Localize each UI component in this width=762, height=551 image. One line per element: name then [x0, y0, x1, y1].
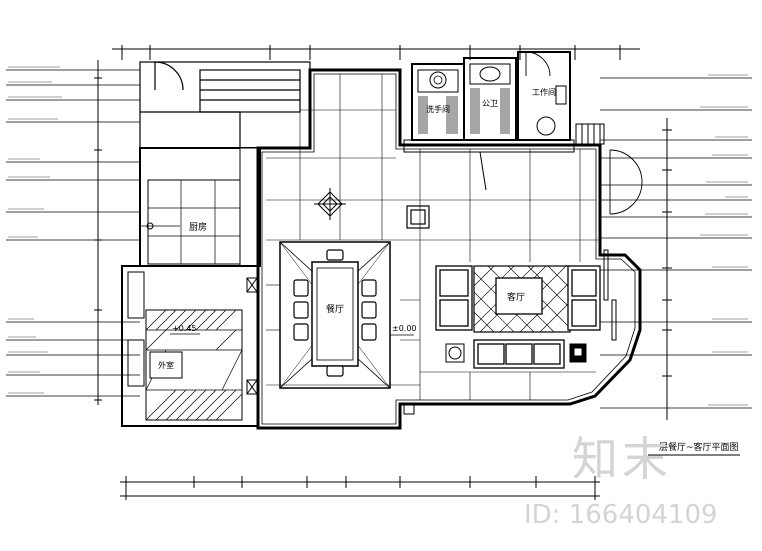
bathroom-label: 公卫: [482, 99, 498, 108]
washroom-label: 洗手间: [426, 104, 450, 114]
dining-area: [279, 241, 391, 389]
wall-niches: [246, 277, 415, 415]
living-side-tables: [445, 343, 587, 363]
floor-tile-grid: [266, 74, 600, 400]
bathroom-tile-hatch: [470, 88, 510, 134]
kitchen-label: 厨房: [189, 221, 207, 233]
living-rug-hatch: [473, 265, 571, 333]
left-annotation-leaders: [6, 69, 140, 397]
right-annotation-leaders: [600, 77, 752, 409]
study-level-mark: +0.45: [172, 324, 197, 333]
study-desk: [149, 351, 183, 379]
kitchen-room: [139, 147, 261, 267]
top-dimension-line: [112, 45, 640, 60]
stair-area: [139, 61, 311, 149]
watermark-id: ID: 166404109: [524, 500, 718, 530]
study-hatch: [145, 309, 243, 421]
left-dimension-line: [94, 60, 102, 405]
bottom-dimension-lines: [120, 476, 600, 500]
main-hall-walls: [256, 68, 642, 430]
drawing-title: 一层餐厅~客厅平面图: [650, 441, 739, 453]
east-door: [609, 149, 643, 215]
watermark-logo: 知末: [572, 432, 672, 486]
study-label: 外室: [158, 360, 174, 370]
floor-medallion: [314, 188, 346, 220]
living-sofas: [435, 265, 601, 369]
bath-corridor-wall: [403, 123, 605, 191]
left-annotation-text-marks: [8, 66, 62, 394]
main-level-mark: ±0.00: [392, 324, 417, 333]
study-room: [121, 265, 259, 427]
right-annotation-text-marks: [700, 74, 748, 406]
dining-chairs: [293, 249, 377, 377]
tool-room-label: 工作间: [532, 87, 556, 97]
washroom-tile-hatch: [418, 96, 458, 134]
structural-column: [406, 205, 430, 229]
living-label: 客厅: [507, 291, 525, 303]
bay-window: [603, 249, 617, 341]
right-dimension-line: [662, 118, 672, 420]
dining-label: 餐厅: [326, 303, 344, 315]
